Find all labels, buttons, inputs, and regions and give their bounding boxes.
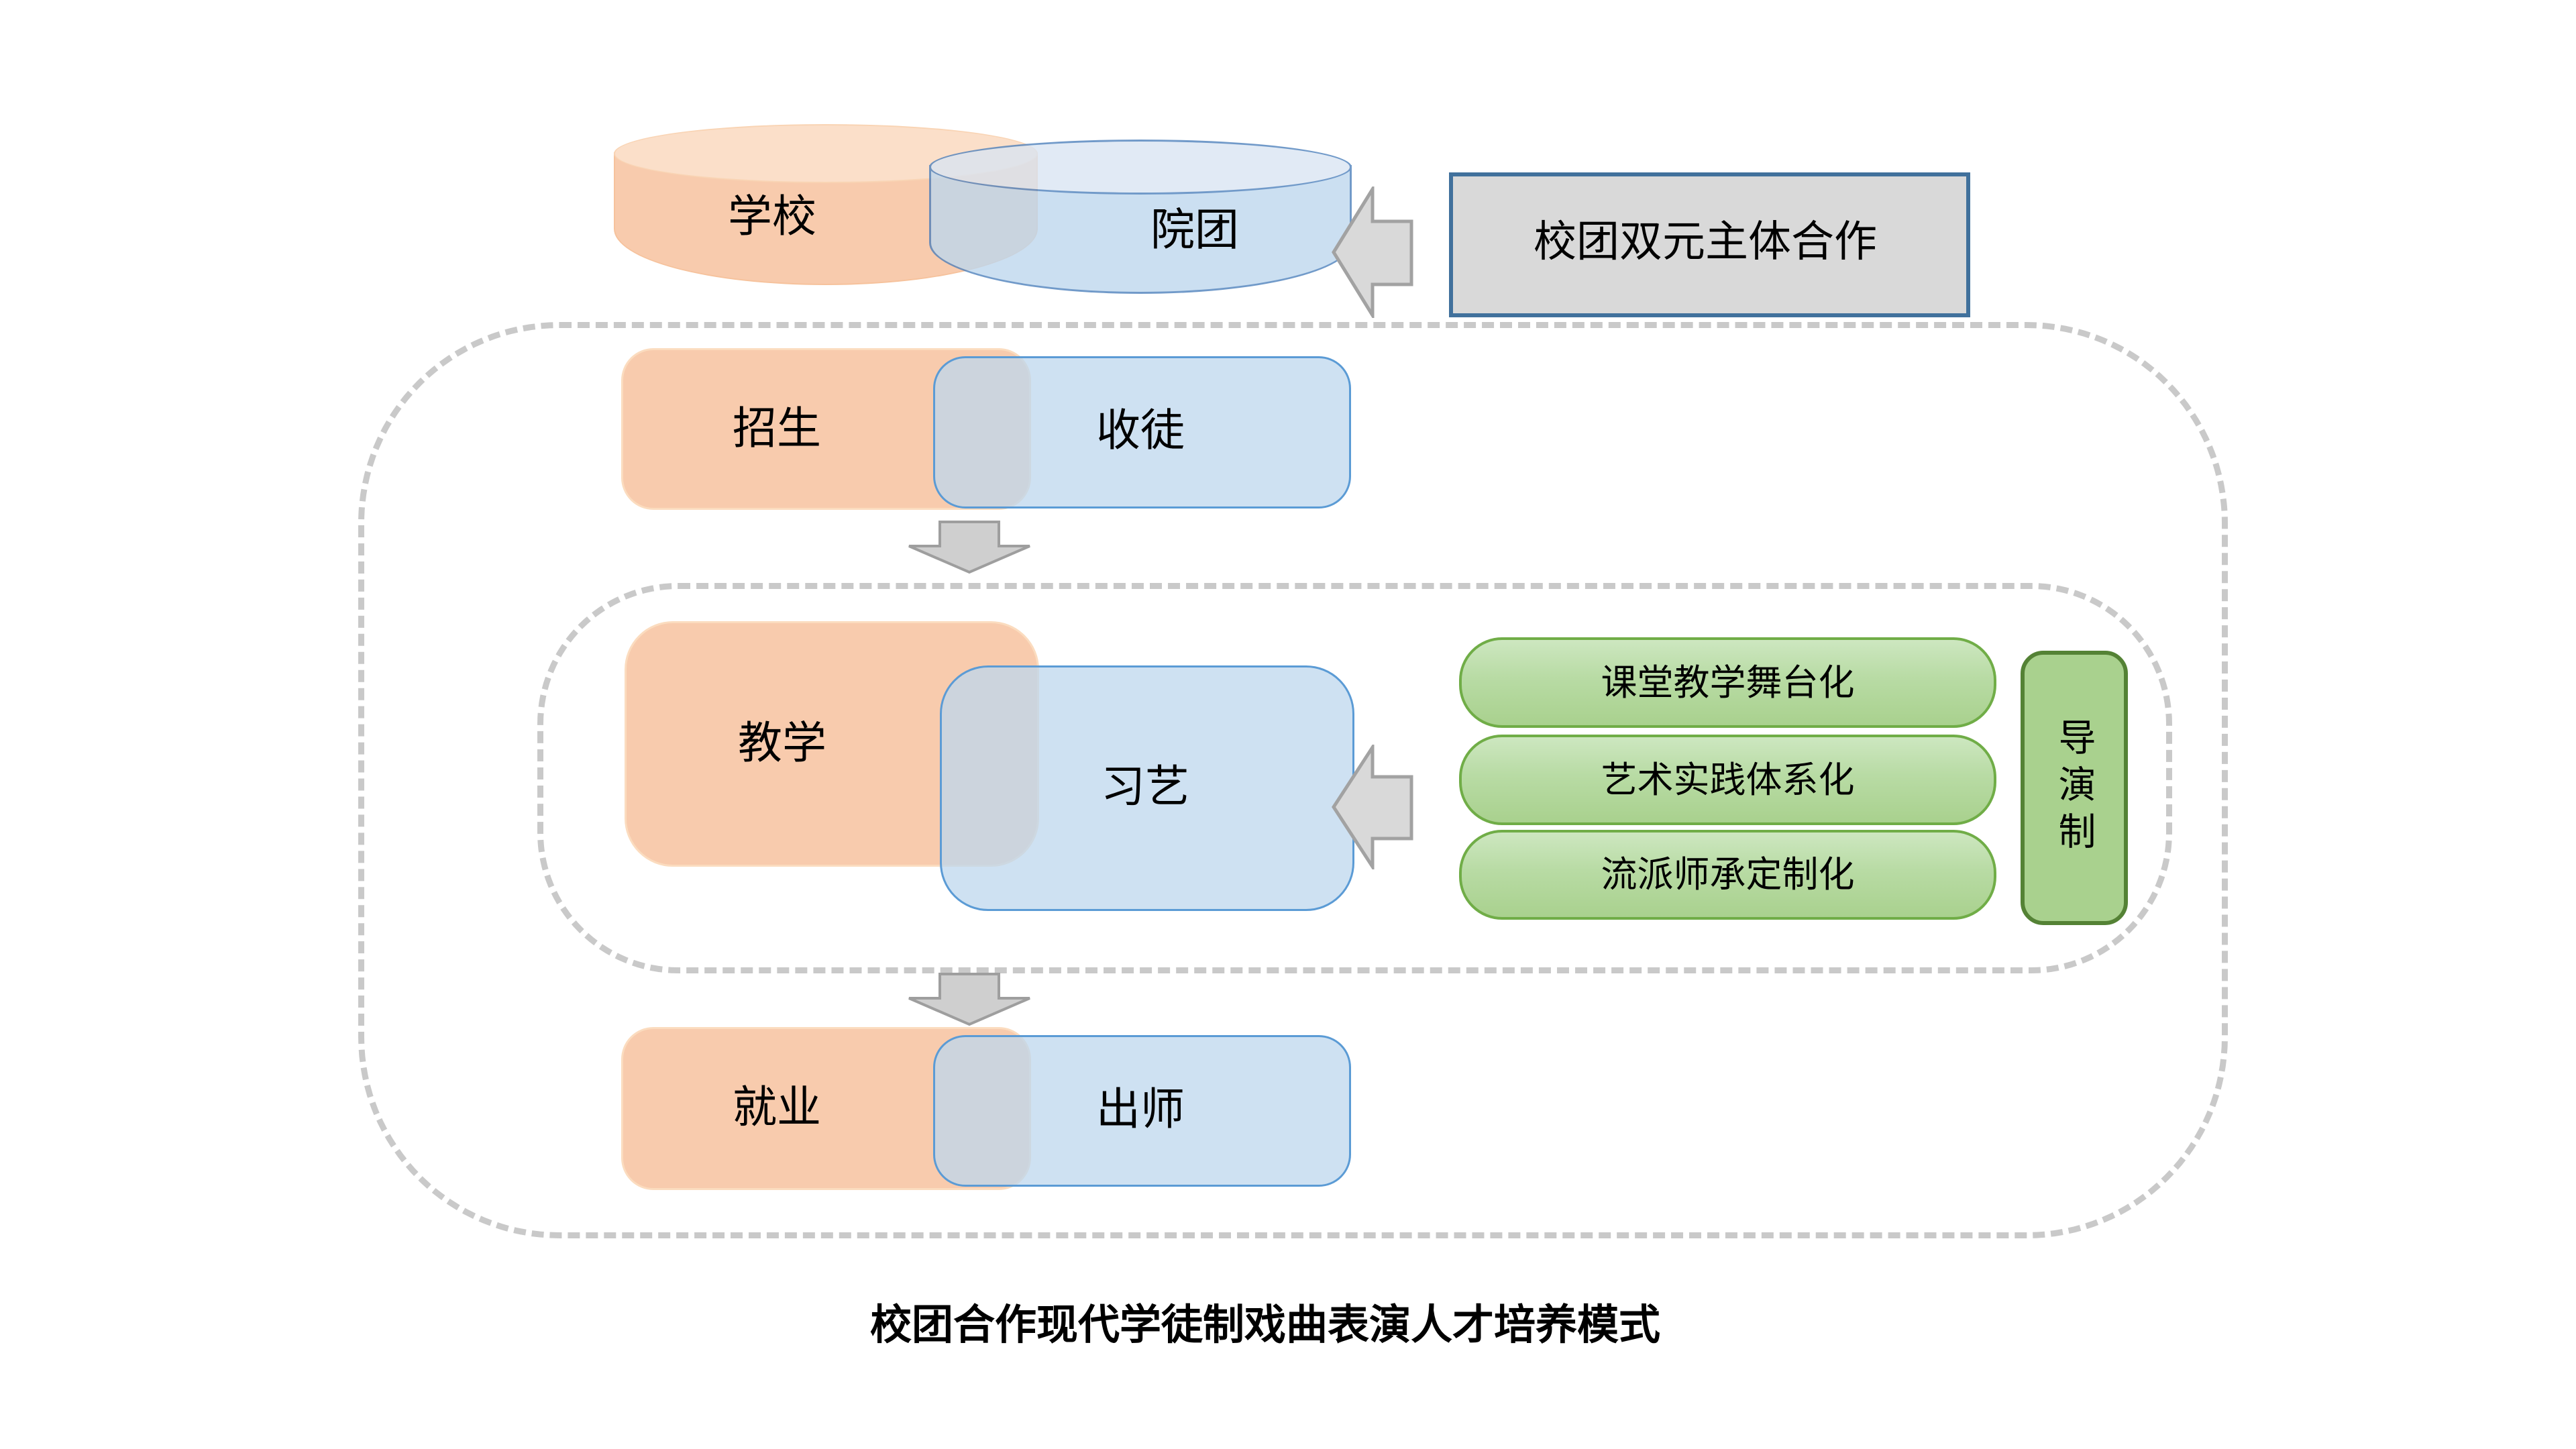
method-pill-3: 流派师承定制化 bbox=[1459, 830, 1996, 920]
teaching-label: 教学 bbox=[738, 718, 826, 767]
method-3-label: 流派师承定制化 bbox=[1601, 855, 1855, 895]
arrow-left-icon bbox=[1332, 186, 1413, 318]
troupe-cylinder bbox=[929, 140, 1352, 294]
cooperation-label: 校团双元主体合作 bbox=[1534, 217, 1877, 266]
enroll-label: 招生 bbox=[733, 403, 821, 453]
graduation-box bbox=[933, 1035, 1351, 1187]
director-system-label: 导演制 bbox=[2053, 717, 2096, 859]
troupe-label: 院团 bbox=[1150, 205, 1239, 254]
arrow-left-icon bbox=[1332, 745, 1413, 869]
diagram-title: 校团合作现代学徒制戏曲表演人才培养模式 bbox=[869, 1302, 1661, 1348]
apprentice-label: 收徒 bbox=[1096, 405, 1185, 455]
apprentice-box bbox=[933, 356, 1351, 508]
employment-label: 就业 bbox=[733, 1082, 821, 1132]
arrow-down-icon bbox=[907, 973, 1032, 1026]
method-pill-2: 艺术实践体系化 bbox=[1459, 735, 1996, 825]
practice-label: 习艺 bbox=[1101, 761, 1189, 811]
school-label: 学校 bbox=[728, 191, 816, 241]
director-system-box: 导演制 bbox=[2021, 651, 2128, 925]
arrow-down-icon bbox=[907, 521, 1032, 574]
cooperation-box bbox=[1449, 172, 1970, 317]
graduation-label: 出师 bbox=[1096, 1084, 1185, 1134]
method-1-label: 课堂教学舞台化 bbox=[1601, 662, 1855, 703]
method-2-label: 艺术实践体系化 bbox=[1601, 759, 1855, 800]
inner-dashed-container bbox=[537, 583, 2172, 973]
outer-dashed-container bbox=[358, 322, 2228, 1238]
practice-box bbox=[940, 665, 1354, 911]
method-pill-1: 课堂教学舞台化 bbox=[1459, 637, 1996, 728]
troupe-cylinder-top bbox=[929, 140, 1352, 195]
